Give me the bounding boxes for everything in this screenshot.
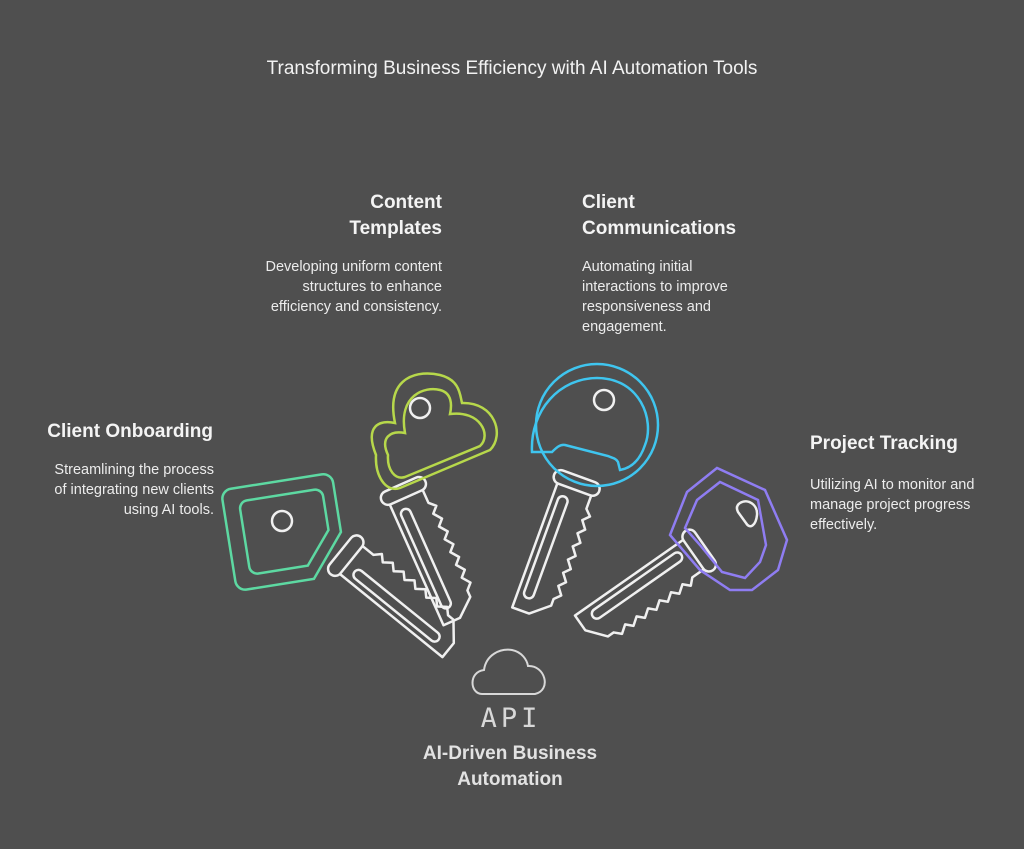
content-templates-description: Developing uniform content structures to… — [265, 259, 442, 315]
key-client-communications — [505, 362, 660, 624]
api-cloud-icon — [471, 648, 546, 695]
api-label: API — [481, 703, 542, 734]
client-communications-heading: Client Communications — [582, 192, 737, 239]
client-onboarding-heading: Client Onboarding — [47, 421, 213, 442]
project-tracking-heading: Project Tracking — [810, 433, 958, 454]
key-project-tracking — [570, 466, 789, 652]
key-content-templates — [370, 372, 499, 629]
center-label: AI-Driven Business Automation — [422, 743, 598, 790]
client-communications-description: Automating initial interactions to impro… — [582, 259, 728, 335]
hexagon-key-head-icon — [668, 466, 789, 592]
client-onboarding-description: Streamlining the process of integrating … — [54, 462, 214, 518]
square-key-head-icon — [221, 473, 343, 591]
cloud-key-head-icon — [370, 372, 499, 491]
project-tracking-description: Utilizing AI to monitor and manage proje… — [810, 477, 975, 533]
diagram-title: Transforming Business Efficiency with AI… — [266, 58, 758, 79]
key-client-onboarding — [221, 473, 471, 664]
content-templates-heading: Content Templates — [349, 192, 442, 239]
round-key-head-icon — [530, 362, 660, 488]
